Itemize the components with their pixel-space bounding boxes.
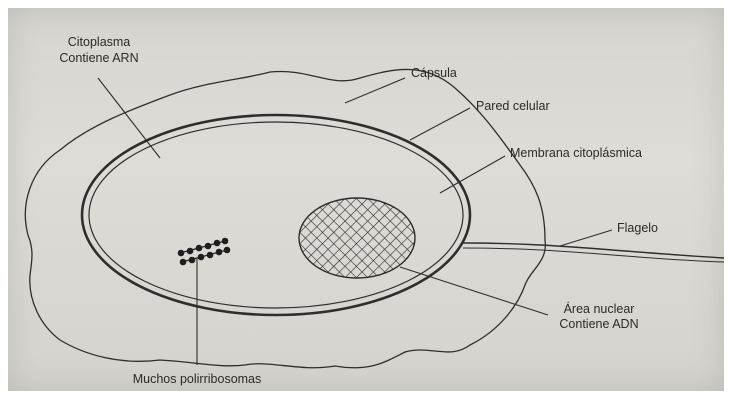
label-polyribosomes: Muchos polirribosomas bbox=[133, 372, 262, 386]
flagellum bbox=[463, 243, 724, 258]
leader-flagellum bbox=[560, 230, 612, 246]
leader-capsule bbox=[345, 78, 405, 103]
label-nuclear-area-sub: Contiene ADN bbox=[559, 317, 638, 331]
label-cytoplasm-sub: Contiene ARN bbox=[59, 51, 138, 65]
label-nuclear-area: Área nuclear bbox=[564, 301, 635, 316]
leader-membrane bbox=[440, 156, 505, 193]
leader-cytoplasm bbox=[98, 78, 160, 158]
polyribosomes bbox=[178, 238, 230, 265]
label-cell-wall: Pared celular bbox=[476, 99, 550, 113]
nuclear-area bbox=[299, 198, 415, 278]
label-cytoplasm: Citoplasma bbox=[68, 35, 131, 49]
label-flagellum: Flagelo bbox=[617, 221, 658, 235]
leader-nuclear-area bbox=[400, 267, 548, 315]
cell-wall bbox=[82, 115, 470, 315]
leader-cell-wall bbox=[410, 108, 470, 140]
cytoplasmic-membrane bbox=[89, 122, 463, 308]
label-cytoplasmic-membrane: Membrana citoplásmica bbox=[510, 146, 642, 160]
label-capsule: Cápsula bbox=[411, 66, 457, 80]
